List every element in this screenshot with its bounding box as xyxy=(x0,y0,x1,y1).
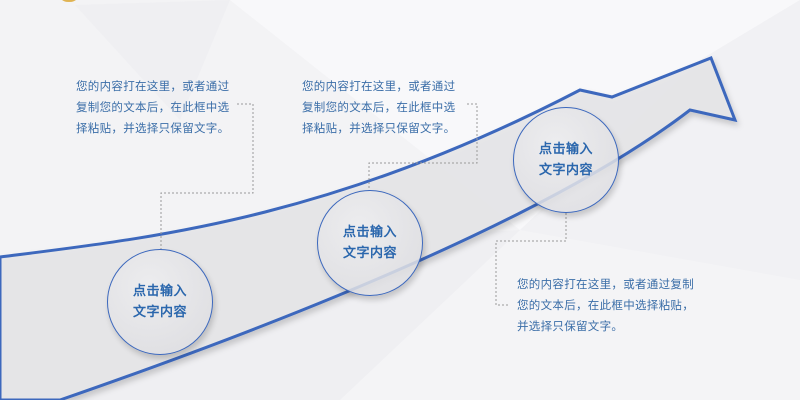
circle-label-line2: 文字内容 xyxy=(538,163,593,178)
step-2-description: 您的内容打在这里，或者通过 复制您的文本后，在此框中选 择粘贴，并选择只保留文字… xyxy=(302,76,455,139)
step-3-circle[interactable]: 点击输入 文字内容 xyxy=(513,107,619,213)
circle-label-line1: 点击输入 xyxy=(538,142,593,157)
circle-label-line1: 点击输入 xyxy=(132,284,187,299)
step-2-circle[interactable]: 点击输入 文字内容 xyxy=(317,190,423,296)
desc-line: 您的内容打在这里，或者通过复制 xyxy=(517,277,694,291)
desc-line: 您的文本后，在此框中选择粘贴， xyxy=(517,298,694,312)
desc-line: 您的内容打在这里，或者通过 xyxy=(76,79,230,93)
desc-line: 择粘贴，并选择只保留文字。 xyxy=(302,121,456,135)
gold-ornament xyxy=(58,0,80,2)
step-1-description: 您的内容打在这里，或者通过 复制您的文本后，在此框中选 择粘贴，并选择只保留文字… xyxy=(76,76,229,139)
desc-line: 复制您的文本后，在此框中选 xyxy=(302,100,456,114)
step-1-circle[interactable]: 点击输入 文字内容 xyxy=(107,249,213,355)
desc-line: 并选择只保留文字。 xyxy=(517,319,624,333)
circle-label-line1: 点击输入 xyxy=(342,225,397,240)
connector-lines xyxy=(160,103,567,306)
circle-label-line2: 文字内容 xyxy=(342,246,397,261)
desc-line: 复制您的文本后，在此框中选 xyxy=(76,100,230,114)
desc-line: 择粘贴，并选择只保留文字。 xyxy=(76,121,230,135)
desc-line: 您的内容打在这里，或者通过 xyxy=(302,79,456,93)
step-3-description: 您的内容打在这里，或者通过复制 您的文本后，在此框中选择粘贴， 并选择只保留文字… xyxy=(517,274,694,337)
circle-label-line2: 文字内容 xyxy=(132,305,187,320)
